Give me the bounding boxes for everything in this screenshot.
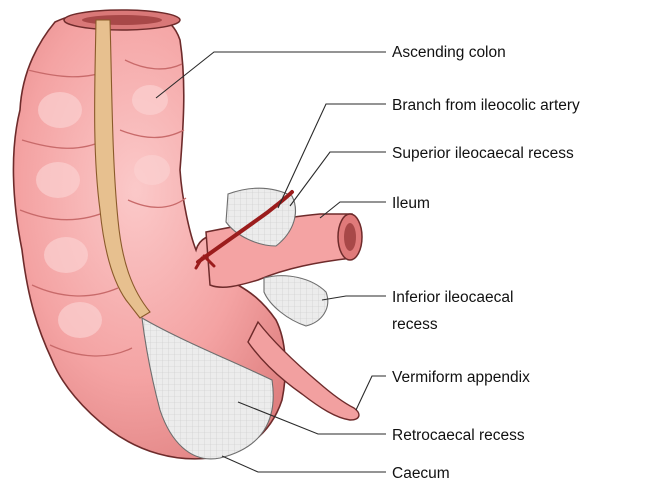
highlight [36, 162, 80, 198]
label-retrocaecal-recess: Retrocaecal recess [392, 427, 525, 444]
colon-lumen [82, 15, 162, 25]
ileum-lumen [344, 223, 356, 251]
labels: Ascending colon Branch from ileocolic ar… [392, 44, 580, 482]
leader-ascending-colon [156, 52, 386, 98]
label-appendix: Vermiform appendix [392, 369, 530, 386]
label-branch-artery: Branch from ileocolic artery [392, 97, 580, 114]
highlight [38, 92, 82, 128]
label-inferior-recess-line2: recess [392, 316, 438, 333]
leader-caecum [222, 456, 386, 472]
label-caecum: Caecum [392, 465, 450, 482]
highlight [134, 155, 170, 185]
leader-appendix [356, 376, 386, 410]
leader-inferior-recess [322, 296, 386, 300]
highlight [44, 237, 88, 273]
leader-superior-recess [290, 152, 386, 206]
label-superior-recess: Superior ileocaecal recess [392, 145, 574, 162]
label-ileum: Ileum [392, 195, 430, 212]
highlight [58, 302, 102, 338]
label-inferior-recess-line1: Inferior ileocaecal [392, 289, 513, 306]
highlight [132, 85, 168, 115]
leader-branch-artery [278, 104, 386, 208]
label-ascending-colon: Ascending colon [392, 44, 506, 61]
